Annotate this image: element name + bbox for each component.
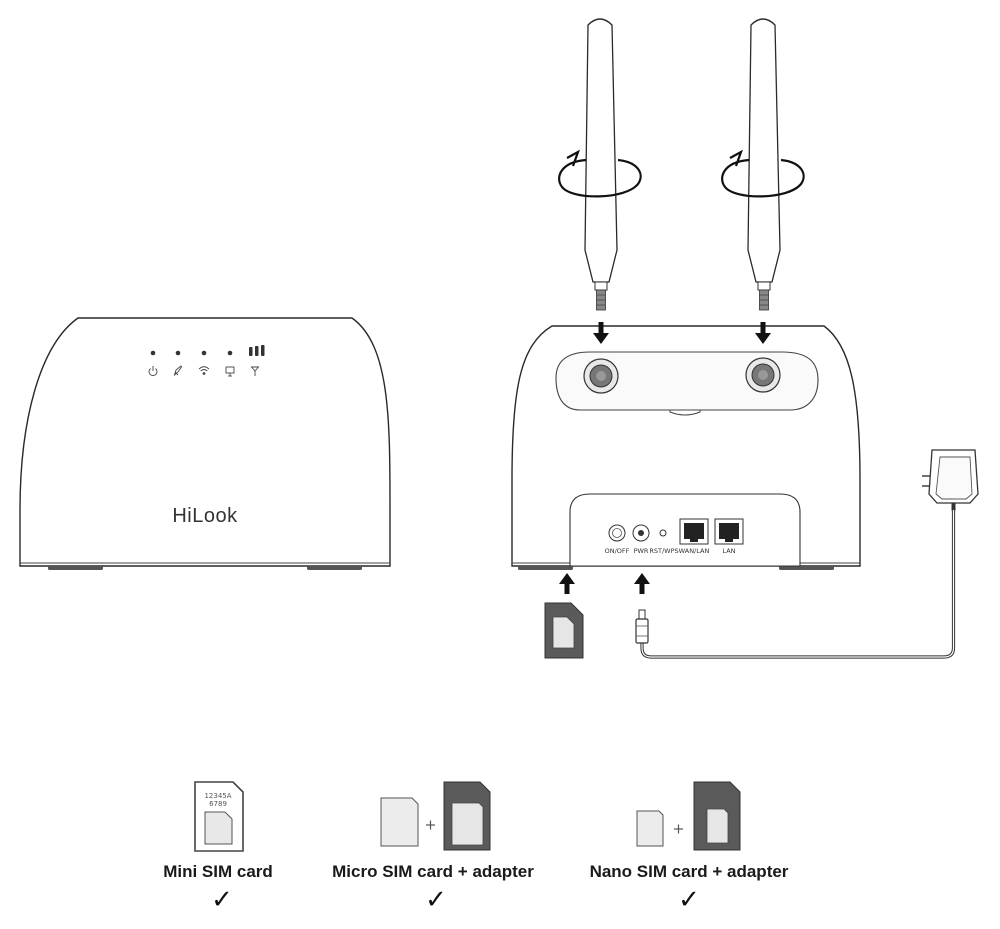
lan-port [714, 518, 744, 545]
wan-lan-port [679, 518, 709, 545]
mini-sim-illustration [194, 781, 244, 852]
rear-foot-right [779, 566, 834, 570]
brand-logo: HiLook [172, 505, 238, 527]
sim-insert-arrow-icon [559, 573, 575, 594]
power-icon [148, 366, 158, 377]
on-off-button [608, 524, 626, 542]
antenna-socket-right [745, 357, 781, 393]
power-plug [635, 609, 649, 644]
power-adapter [922, 449, 979, 511]
port-label-pwr: PWR [633, 547, 649, 555]
rear-router [511, 325, 861, 570]
signal-bars [249, 345, 265, 356]
power-port [632, 524, 650, 542]
antenna-right [747, 18, 781, 311]
wifi-icon [198, 366, 210, 375]
rotate-arrow-left-icon [558, 149, 642, 198]
port-label-on-off: ON/OFF [604, 547, 630, 555]
antenna-insert-arrow-left-icon [593, 322, 609, 344]
mini-sim-number-line-1: 12345A [204, 792, 232, 800]
micro-sim-adapter-illustration [443, 781, 491, 851]
antenna-socket-left [583, 358, 619, 394]
signal-icon [250, 366, 260, 376]
check-mini-sim-icon: ✓ [211, 885, 233, 915]
check-nano-sim-icon: ✓ [678, 885, 700, 915]
mini-sim-number-line-2: 6789 [209, 800, 227, 808]
plus-sign-2 [674, 824, 683, 834]
power-insert-arrow-icon [634, 573, 650, 594]
caption-mini-sim: Mini SIM card [163, 862, 273, 881]
led-internet [175, 350, 181, 356]
nano-sim-adapter-illustration [693, 781, 741, 851]
led-power [150, 350, 156, 356]
reset-button [659, 529, 667, 537]
antenna-left [584, 18, 618, 311]
antenna-insert-arrow-right-icon [755, 322, 771, 344]
front-router [19, 317, 391, 570]
sim-card-insert [544, 602, 584, 659]
nano-sim-illustration [636, 810, 664, 847]
lan-icon [225, 366, 235, 377]
port-label-lan: LAN [722, 547, 736, 555]
front-foot-right [307, 566, 362, 570]
port-label-wan-lan: WAN/LAN [678, 547, 710, 555]
rocket-icon [173, 365, 183, 377]
check-micro-sim-icon: ✓ [425, 885, 447, 915]
caption-nano-sim: Nano SIM card + adapter [589, 862, 789, 881]
rotate-arrow-right-icon [721, 149, 805, 198]
led-lan [227, 350, 233, 356]
port-label-rst-wps: RST/WPS [649, 547, 679, 555]
plus-sign-1 [426, 820, 435, 830]
rear-foot-left [518, 566, 573, 570]
front-foot-left [48, 566, 103, 570]
micro-sim-illustration [380, 797, 419, 847]
led-wifi [201, 350, 207, 356]
caption-micro-sim: Micro SIM card + adapter [332, 862, 534, 881]
